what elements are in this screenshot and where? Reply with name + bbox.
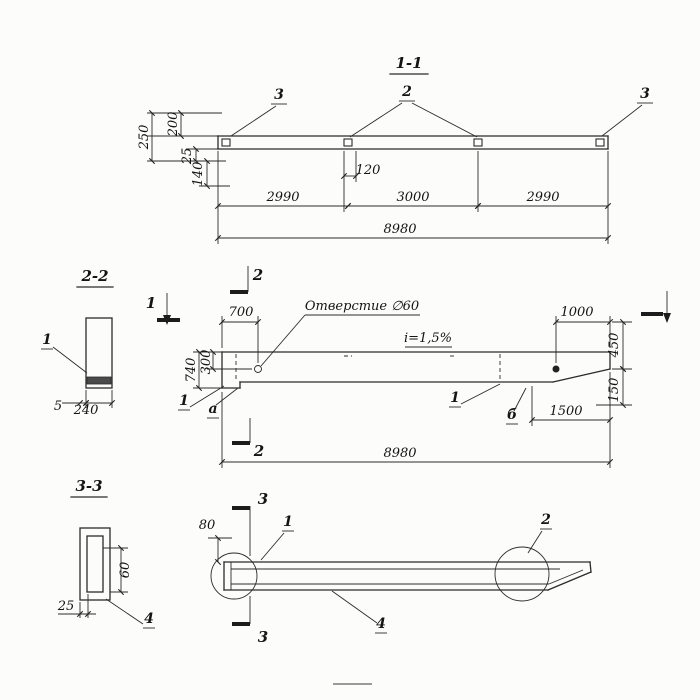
elevation-right-dims: 450 150 bbox=[596, 318, 632, 409]
detail-circle-left bbox=[210, 552, 258, 600]
callout-3-right-label: 3 bbox=[640, 86, 650, 102]
dim-80-label: 80 bbox=[199, 518, 216, 533]
callout-1-left-label: 1 bbox=[179, 393, 189, 409]
dim-250-label: 250 bbox=[137, 125, 152, 151]
bottom-chord-view: 3 80 1 2 bbox=[199, 490, 592, 646]
section-2-2-dims: 5 240 bbox=[54, 390, 116, 418]
embed-plate-3 bbox=[473, 138, 483, 147]
dim-8980-bottom-label: 8980 bbox=[383, 446, 416, 461]
dim-3000-label: 3000 bbox=[396, 190, 429, 205]
callout-3-left-label: 3 bbox=[274, 87, 284, 103]
callout-4-small-label: 4 bbox=[144, 611, 154, 627]
plan-callout-1: 1 bbox=[260, 514, 294, 561]
dim-150-label: 150 bbox=[607, 378, 622, 403]
embed-plate-4 bbox=[595, 138, 605, 147]
section-3-3-callout-4: 4 bbox=[105, 598, 155, 629]
section-mark-2-bottom-label: 2 bbox=[253, 442, 264, 460]
dim-2990b-label: 2990 bbox=[525, 190, 559, 205]
callout-2-plan-label: 2 bbox=[540, 512, 551, 528]
section-mark-1-right bbox=[641, 291, 671, 323]
plan-callout-2: 2 bbox=[527, 512, 552, 554]
plan-dim-80: 80 bbox=[199, 518, 232, 566]
dim-200-label: 200 bbox=[166, 112, 181, 138]
dim-1500-label: 1500 bbox=[549, 404, 582, 419]
callout-2-mid: 2 bbox=[349, 84, 478, 138]
callout-1-plan-label: 1 bbox=[283, 514, 293, 530]
dim-300-label: 300 bbox=[199, 350, 214, 375]
hole-left bbox=[254, 365, 262, 373]
section-mark-1-left: 1 bbox=[146, 293, 180, 325]
elevation-left-dims: 740 300 bbox=[184, 348, 252, 392]
hole-note: Отверстие ∅60 bbox=[260, 299, 420, 367]
dim-450-label: 450 bbox=[607, 333, 622, 359]
section-3-3-dim-25: 25 bbox=[57, 594, 96, 618]
callout-3-right: 3 bbox=[601, 86, 653, 137]
view-1-1: 1-1 3 2 3 bbox=[137, 54, 653, 244]
plan-callout-4: 4 bbox=[331, 590, 387, 634]
callout-2-label: 2 bbox=[401, 84, 412, 100]
callout-1-label: 1 bbox=[42, 332, 52, 348]
dim-700-label: 700 bbox=[229, 305, 254, 320]
section-3-3: 3-3 60 25 4 bbox=[57, 477, 155, 629]
beam-plan-outline bbox=[217, 135, 609, 150]
plan-dim-120: 120 bbox=[340, 151, 381, 212]
slope-note: i=1,5% bbox=[404, 331, 452, 348]
section-mark-3-bottom: 3 bbox=[232, 596, 268, 646]
dim-240-label: 240 bbox=[73, 403, 99, 418]
dim-740-label: 740 bbox=[184, 358, 199, 383]
elevation-callout-1-mid: 1 bbox=[449, 383, 501, 408]
section-mark-2-top: 2 bbox=[230, 266, 263, 294]
elevation-callout-b: б bbox=[506, 387, 527, 425]
hole-note-label: Отверстие ∅60 bbox=[305, 299, 419, 314]
dim-1000-label: 1000 bbox=[560, 305, 593, 320]
embed-plate-1 bbox=[221, 138, 231, 147]
callout-b-label: б bbox=[507, 407, 517, 423]
section-2-2-callout-1: 1 bbox=[41, 332, 88, 374]
section-3-3-title: 3-3 bbox=[75, 477, 102, 495]
section-3-3-dim-60: 60 bbox=[103, 544, 133, 596]
dim-140-label: 140 bbox=[191, 162, 206, 187]
hole-right bbox=[552, 365, 560, 373]
callout-a-label: а bbox=[208, 401, 217, 417]
chord-outline bbox=[210, 546, 592, 602]
dim-60-label: 60 bbox=[118, 562, 133, 579]
section-mark-2-bottom: 2 bbox=[232, 418, 264, 460]
section-2-2-title: 2-2 bbox=[80, 267, 108, 285]
dim-25-label: 25 bbox=[180, 148, 195, 166]
section-mark-1-left-label: 1 bbox=[146, 294, 156, 312]
section-mark-3-top-label: 3 bbox=[258, 490, 268, 508]
view-1-1-title: 1-1 bbox=[395, 54, 422, 72]
beam-elevation-outline bbox=[221, 351, 611, 389]
callout-3-left: 3 bbox=[230, 87, 287, 137]
dim-2990a-label: 2990 bbox=[265, 190, 299, 205]
section-2-2: 2-2 1 5 240 bbox=[41, 267, 116, 418]
elevation-view: 2 1 bbox=[146, 266, 671, 468]
section-mark-3-top: 3 bbox=[232, 490, 268, 556]
callout-1-mid-label: 1 bbox=[450, 390, 460, 406]
section-3-3-outer bbox=[79, 527, 111, 601]
elevation-callout-1-left: 1 bbox=[178, 385, 225, 411]
plan-left-dims: 250 200 25 140 bbox=[137, 109, 230, 190]
elevation-bottom-dims: 1500 8980 bbox=[218, 372, 614, 468]
section-mark-3-bottom-label: 3 bbox=[258, 628, 268, 646]
detail-circle-right bbox=[494, 546, 550, 602]
slope-note-label: i=1,5% bbox=[404, 331, 452, 346]
section-mark-2-top-label: 2 bbox=[252, 266, 263, 284]
callout-4-plan-label: 4 bbox=[376, 616, 386, 632]
plan-span-dims: 2990 3000 2990 8980 bbox=[214, 151, 612, 244]
dim-8980-top-label: 8980 bbox=[383, 222, 416, 237]
section-2-2-outline bbox=[85, 317, 113, 389]
elevation-top-dims: 700 1000 bbox=[218, 305, 614, 363]
elevation-callout-a: а bbox=[207, 387, 239, 419]
section-3-3-inner bbox=[86, 535, 104, 593]
dim-5-label: 5 bbox=[54, 399, 62, 414]
dim-25b-label: 25 bbox=[57, 599, 75, 614]
dim-120-label: 120 bbox=[356, 163, 381, 178]
section-2-2-flange bbox=[86, 376, 112, 385]
embed-plate-2 bbox=[343, 138, 353, 147]
